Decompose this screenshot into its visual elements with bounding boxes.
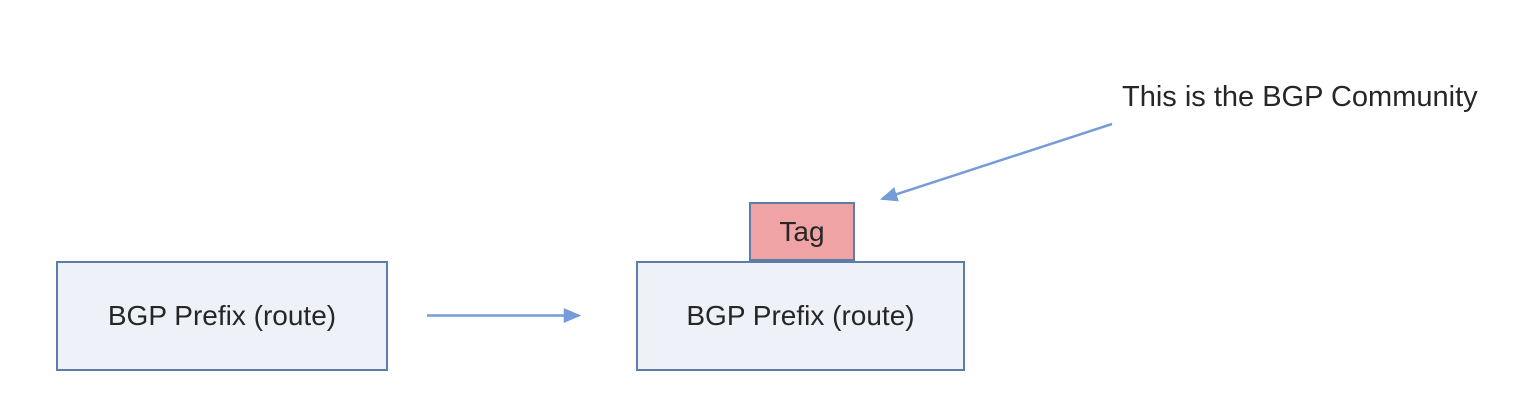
annotation-text: This is the BGP Community bbox=[1122, 81, 1478, 113]
tag-box-label: Tag bbox=[779, 215, 825, 247]
tag-box: Tag bbox=[749, 202, 855, 261]
annotation-arrow bbox=[879, 122, 1113, 202]
bgp-prefix-box-left: BGP Prefix (route) bbox=[56, 261, 388, 371]
bgp-prefix-box-right: BGP Prefix (route) bbox=[636, 261, 965, 371]
bgp-prefix-box-right-label: BGP Prefix (route) bbox=[686, 300, 915, 331]
bgp-prefix-box-left-label: BGP Prefix (route) bbox=[107, 300, 337, 331]
